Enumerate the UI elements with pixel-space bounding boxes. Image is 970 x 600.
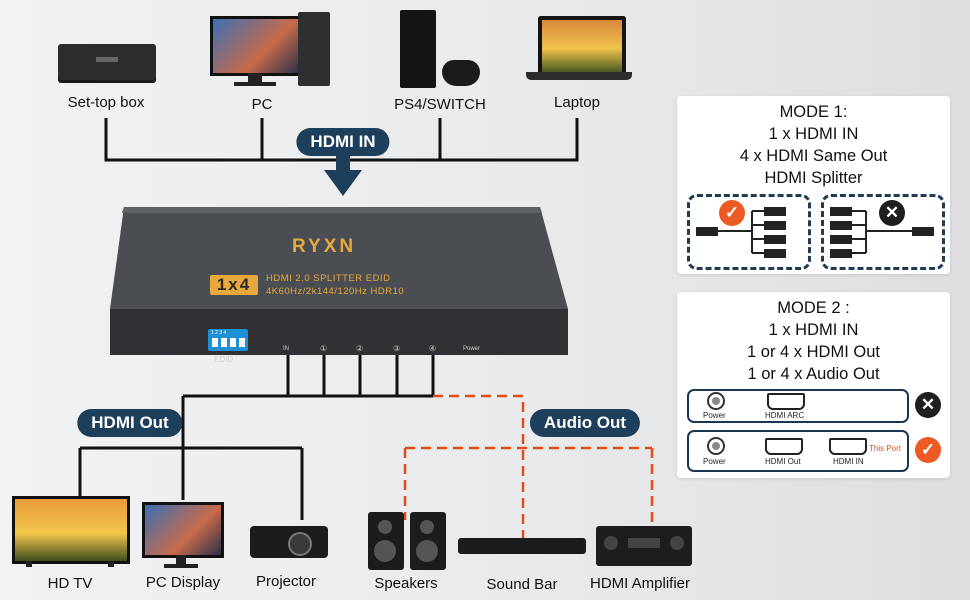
mode1-check-icon: ✓ [719,200,745,226]
power-label: Power [463,346,481,352]
sound-bar-icon [458,538,586,554]
hdmi-in-port-icon [829,438,867,455]
row1-power-label: Power [703,411,726,420]
mode1-title: MODE 1: [779,103,848,121]
device-body [110,207,568,355]
set-top-box-icon [58,44,156,80]
mode1-line-1: 1 x HDMI IN [768,125,859,143]
display-label-pc-display: PC Display [145,574,221,591]
display-label-projector: Projector [255,573,317,590]
splitter-1to4-diagram [696,207,786,258]
power-port-icon [707,392,725,410]
audio-label-speakers: Speakers [374,575,438,592]
port-label-4: ④ [429,344,437,353]
audio-out-pill: Audio Out [529,409,641,437]
row1-port-label: HDMI ARC [765,411,805,420]
hdmi-out-port-icon [765,438,803,455]
mode2-line-2: 1 or 4 x HDMI Out [747,343,880,361]
game-console-icon [398,10,486,90]
mode2-line-1: 1 x HDMI IN [768,321,859,339]
mode1-panel: MODE 1: 1 x HDMI IN 4 x HDMI Same Out HD… [677,96,950,274]
dip-digits: 1 2 3 4 [211,330,227,336]
monitor-icon [142,502,224,572]
display-label-tv: HD TV [47,575,93,592]
mode2-panel: MODE 2 : 1 x HDMI IN 1 or 4 x HDMI Out 1… [677,292,950,478]
audio-label-amplifier: HDMI Amplifier [589,575,691,592]
mode1-cross-icon: ✕ [879,200,905,226]
hdmi-in-pill: HDMI IN [296,128,390,156]
power-port-icon [707,437,725,455]
mode1-line-3: HDMI Splitter [764,169,863,187]
model-badge: 1x4 [210,275,258,295]
this-port-label: This Port [869,444,902,453]
switch-4to1-diagram [830,207,934,258]
mode2-title: MODE 2 : [777,299,850,317]
mode2-row-out-in: Power HDMI Out HDMI IN This Port [687,430,909,472]
hdmi-arc-port-icon [767,393,805,410]
projector-icon [250,520,330,566]
laptop-icon [526,16,632,88]
tv-icon [12,496,130,568]
source-label-laptop: Laptop [554,94,600,111]
mode2-line-3: 1 or 4 x Audio Out [747,365,880,383]
port-label-3: ③ [393,344,401,353]
mode2-check-icon: ✓ [915,437,941,463]
mode2-cross-icon: ✕ [915,392,941,418]
port-label-1: ① [320,344,328,353]
speakers-icon [368,512,448,572]
mode2-row-arc: Power HDMI ARC [687,389,909,423]
device-desc-line2: 4K60Hz/2k144/120Hz HDR10 [266,286,405,297]
row2-port1-label: HDMI Out [765,457,801,466]
audio-label-sound-bar: Sound Bar [486,576,558,593]
row2-port2-label: HDMI IN [833,457,864,466]
amplifier-icon [596,526,692,566]
edid-dip-switch[interactable]: 1 2 3 4 [208,329,248,351]
splitter-device: RYXN 1x4 HDMI 2.0 SPLITTER EDID 4K60Hz/2… [110,205,570,365]
device-desc-line1: HDMI 2.0 SPLITTER EDID [266,273,391,284]
edid-label: EDID [214,355,234,364]
mode1-valid-diagram [687,194,811,270]
mode1-line-2: 4 x HDMI Same Out [739,147,888,165]
pc-icon [210,12,330,88]
hdmi-out-pill: HDMI Out [77,409,183,437]
source-label-pc: PC [251,96,273,113]
port-label-2: ② [356,344,364,353]
source-label-console: PS4/SWITCH [394,96,486,113]
source-label-set-top-box: Set-top box [67,94,145,111]
device-brand: RYXN [292,236,357,257]
mode1-invalid-diagram [821,194,945,270]
row2-power-label: Power [703,457,726,466]
port-label-in: IN [283,346,289,352]
